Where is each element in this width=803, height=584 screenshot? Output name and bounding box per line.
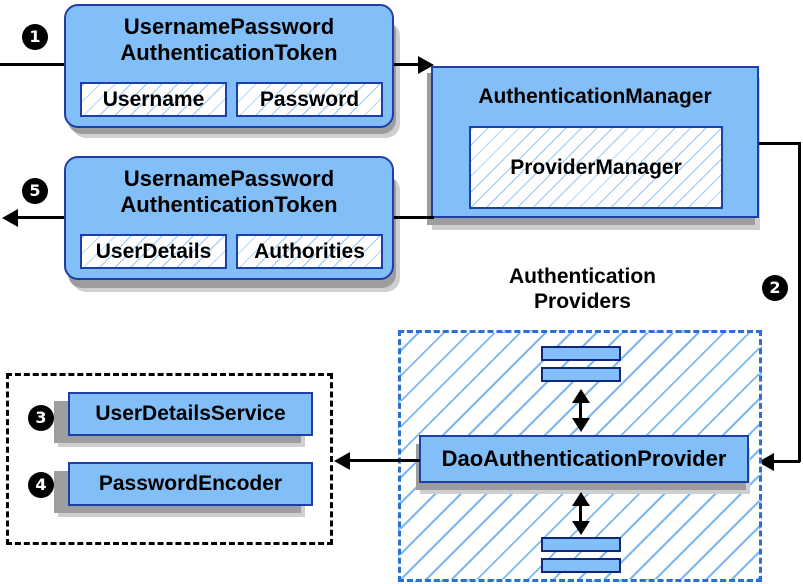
provider-to-services-arrowhead xyxy=(334,452,350,470)
response-arrowhead xyxy=(2,209,18,227)
provider-placeholder-bar-1 xyxy=(541,346,621,361)
incoming-request-line xyxy=(0,63,68,66)
provider-placeholder-bar-2 xyxy=(541,367,621,382)
step-badge-2: 2 xyxy=(762,275,788,301)
request-token-field-password: Password xyxy=(236,82,383,117)
request-token-field-username: Username xyxy=(80,82,227,117)
provider-link-bottom-line xyxy=(579,499,582,525)
provider-manager-box: ProviderManager xyxy=(469,126,723,209)
step-badge-3: 3 xyxy=(28,405,54,431)
request-token-title-line2: AuthenticationToken xyxy=(120,40,338,65)
request-token-card[interactable]: UsernamePassword AuthenticationToken Use… xyxy=(64,4,394,128)
authentication-providers-label-line1: Authentication xyxy=(509,265,656,288)
dao-authentication-provider-box[interactable]: DaoAuthenticationProvider xyxy=(419,435,749,483)
response-line xyxy=(16,216,68,219)
authentication-manager-box[interactable]: AuthenticationManager ProviderManager xyxy=(431,66,759,218)
response-token-field-authorities: Authorities xyxy=(236,234,383,269)
response-token-title-line2: AuthenticationToken xyxy=(120,192,338,217)
provider-link-top-line xyxy=(579,396,582,422)
manager-right-down-line xyxy=(798,142,801,462)
authentication-providers-label-line2: Providers xyxy=(534,290,631,313)
request-token-title-line1: UsernamePassword xyxy=(123,14,335,39)
passwordencoder-box[interactable]: PasswordEncoder xyxy=(68,462,313,506)
provider-to-services-line xyxy=(348,459,420,462)
token-to-manager-arrowhead xyxy=(418,56,434,74)
provider-link-top-arrow-down xyxy=(572,418,590,432)
provider-entry-line xyxy=(772,460,800,463)
provider-placeholder-bar-4 xyxy=(541,558,621,573)
provider-link-bottom-arrow-down xyxy=(572,521,590,535)
provider-placeholder-bar-3 xyxy=(541,537,621,552)
response-token-field-userdetails: UserDetails xyxy=(80,234,227,269)
response-token-card[interactable]: UsernamePassword AuthenticationToken Use… xyxy=(64,156,394,280)
authentication-manager-title: AuthenticationManager xyxy=(478,85,712,108)
step-badge-4: 4 xyxy=(28,472,54,498)
response-token-title-line1: UsernamePassword xyxy=(123,166,335,191)
step-badge-5: 5 xyxy=(22,178,48,204)
manager-right-exit-line xyxy=(759,142,801,145)
token-to-manager-line xyxy=(394,63,422,66)
step-badge-1: 1 xyxy=(22,24,48,50)
provider-entry-arrowhead xyxy=(758,453,774,471)
manager-to-response-line xyxy=(394,216,434,219)
userdetailsservice-box[interactable]: UserDetailsService xyxy=(68,392,313,436)
authentication-providers-label: Authentication Providers xyxy=(470,264,695,314)
